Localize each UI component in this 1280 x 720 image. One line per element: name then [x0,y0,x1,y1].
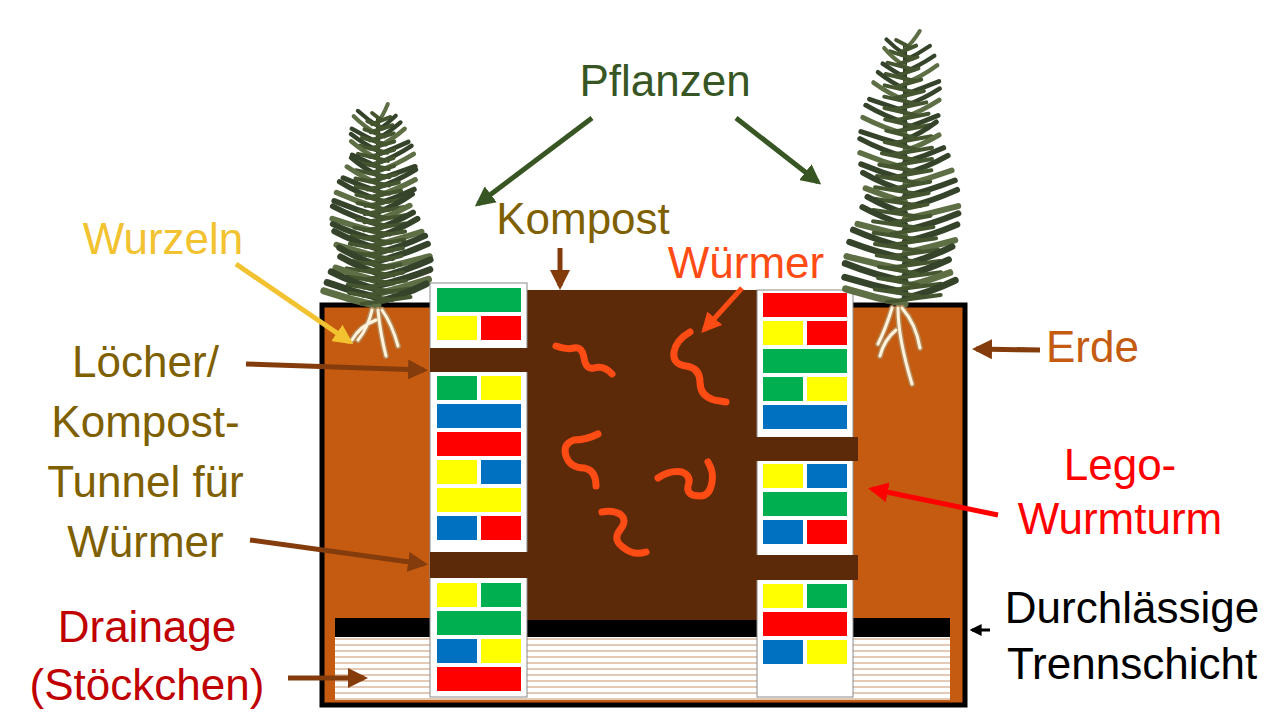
lego-brick [437,583,477,607]
compost-tunnel [430,348,529,372]
label: Löcher/ Kompost- Tunnel für Würmer [28,332,263,572]
label: Wurzeln [58,214,268,265]
lego-brick [437,516,477,540]
plants [324,31,958,308]
leader-arrow [558,248,563,286]
compost-column [527,290,757,620]
leader-arrow [478,118,592,204]
worms [556,332,726,553]
leader-arrow [246,364,424,370]
lego-brick [807,464,847,488]
lego-brick [437,611,521,635]
lego-brick [763,640,803,664]
separator-layer [335,618,950,637]
lego-brick [437,460,477,484]
leader-arrow [250,540,424,564]
lego-brick [481,316,521,340]
worm [674,332,726,402]
compost-tunnel [430,552,529,578]
lego-brick [763,377,803,401]
label: Durchlässige Trennschicht [988,580,1276,692]
compost-tunnel [755,555,858,580]
lego-brick [437,639,477,663]
compost-tunnel [755,437,858,461]
leader-arrow [704,288,742,330]
lego-brick [763,492,847,516]
label: Drainage (Stöckchen) [12,598,282,714]
worm [556,346,612,374]
lego-brick [763,349,847,373]
worm [602,511,646,553]
lego-brick [437,404,521,428]
lego-brick [437,432,521,456]
label: Pflanzen [560,56,770,107]
label: Erde [1046,322,1166,373]
leader-arrows [236,118,1040,678]
lego-brick [437,288,521,312]
lego-brick [807,377,847,401]
lego-brick [437,316,477,340]
lego-brick [763,293,847,317]
label: Lego- Wurmturm [1000,438,1240,546]
leader-arrow [236,264,350,342]
leader-arrow [736,118,818,182]
lego-brick [763,520,803,544]
label: Würmer [656,238,836,289]
lego-brick [763,405,847,429]
lego-brick [763,612,847,636]
lego-brick [437,376,477,400]
lego-brick [481,460,521,484]
leader-arrow [288,676,364,681]
lego-tower [430,283,527,697]
lego-brick [807,640,847,664]
plant [845,31,959,306]
lego-brick [807,520,847,544]
lego-brick [481,516,521,540]
lego-brick [763,464,803,488]
lego-brick [481,376,521,400]
lego-brick [807,321,847,345]
lego-brick [807,584,847,608]
lego-brick [437,667,521,691]
lego-brick [481,583,521,607]
leader-arrow [972,629,990,632]
lego-tower [757,290,853,697]
lego-brick [437,488,521,512]
leader-arrow [872,489,998,515]
drainage-layer [335,637,950,700]
leader-arrow [976,349,1040,350]
worm [565,434,598,486]
worm [658,462,713,496]
label: Kompost [488,194,678,245]
plant [324,104,430,308]
lego-brick [763,584,803,608]
lego-brick [763,321,803,345]
roots [352,308,920,384]
lego-brick [481,639,521,663]
